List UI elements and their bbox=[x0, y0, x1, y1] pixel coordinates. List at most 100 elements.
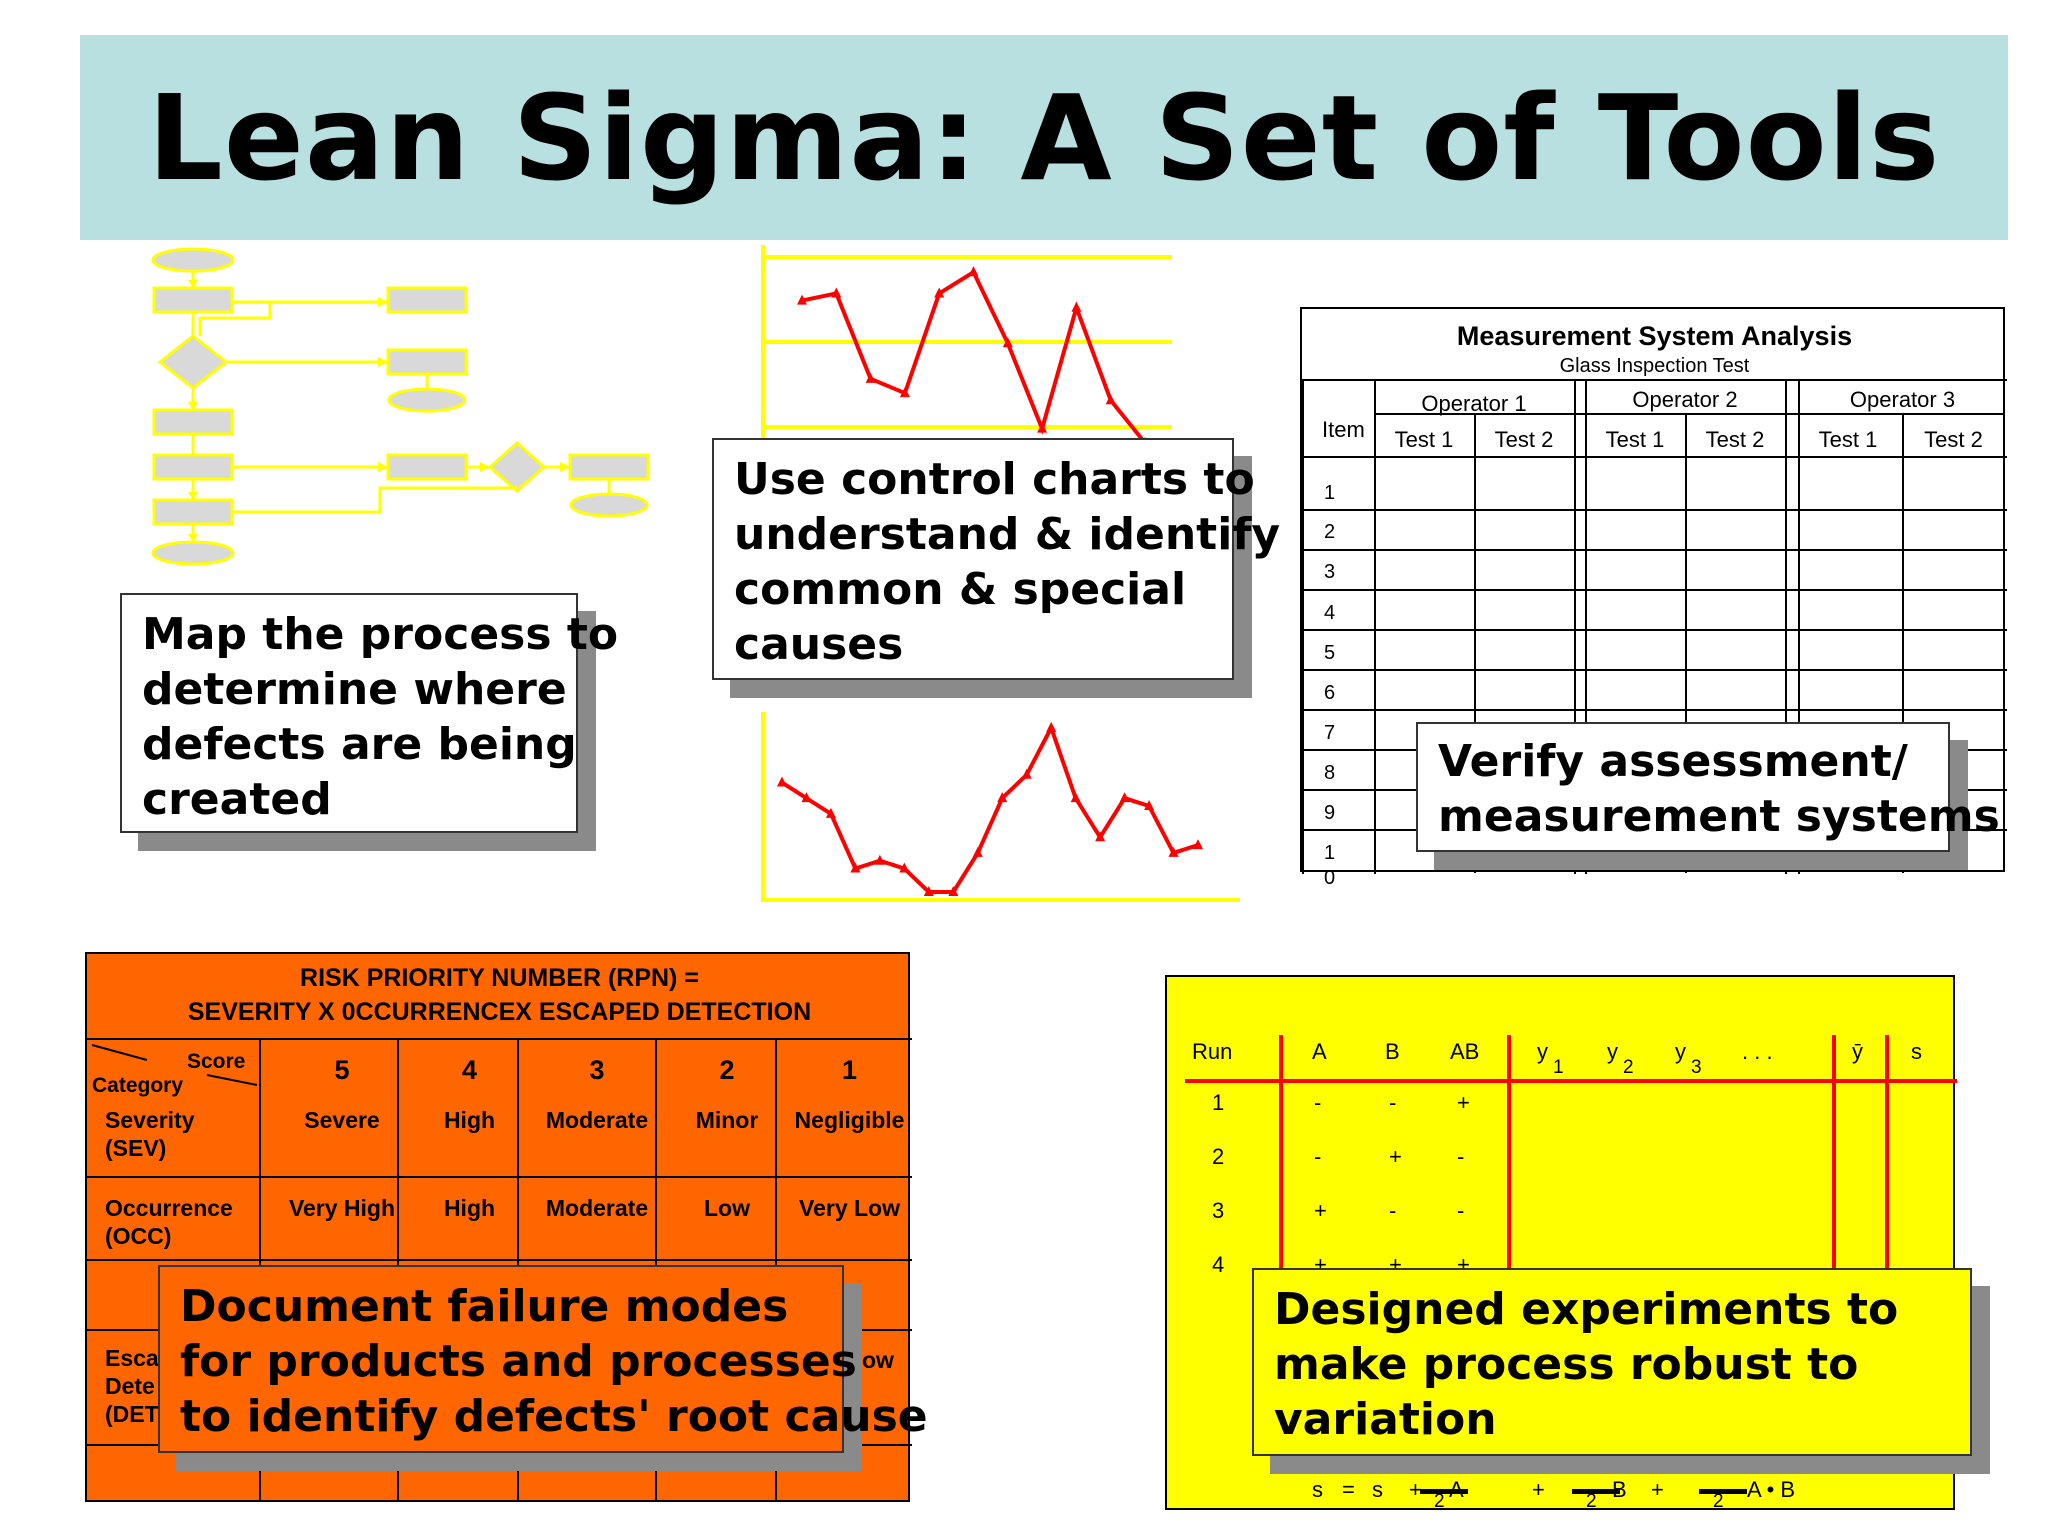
fmea-occurrence-cell: Moderate bbox=[545, 1195, 649, 1221]
msa-row-number: 9 bbox=[1324, 802, 1336, 824]
doe-header: B bbox=[1385, 1039, 1400, 1064]
doe-header: y bbox=[1607, 1039, 1618, 1064]
doe-formula-denominator: 2 bbox=[1586, 1491, 1597, 1512]
callout-line: measurement systems bbox=[1438, 791, 2000, 842]
msa-row-number: 7 bbox=[1324, 722, 1336, 744]
fmea-severity-cell: High bbox=[443, 1107, 496, 1133]
callout-doe: Designed experiments to make process rob… bbox=[1252, 1268, 1972, 1456]
flow-side-terminal-1 bbox=[387, 387, 467, 413]
fmea-category-label: Category bbox=[92, 1074, 184, 1097]
data-point bbox=[801, 792, 812, 803]
callout-line: created bbox=[142, 774, 332, 825]
msa-title: Measurement System Analysis bbox=[1456, 321, 1853, 351]
doe-formula-term: A • B bbox=[1747, 1477, 1796, 1502]
fmea-score: 3 bbox=[589, 1055, 605, 1085]
fmea-occurrence-label: Occurrence(OCC) bbox=[105, 1195, 233, 1249]
flow-end-terminal bbox=[151, 540, 235, 566]
doe-cell: 4 bbox=[1212, 1252, 1225, 1277]
doe-header-subscript: 2 bbox=[1623, 1057, 1634, 1078]
msa-row-number: 0 bbox=[1324, 867, 1336, 889]
callout-line: defects are being bbox=[142, 719, 577, 770]
data-point bbox=[1037, 422, 1048, 433]
fmea-occurrence-cell: Very Low bbox=[799, 1195, 900, 1221]
process-flowchart bbox=[151, 247, 650, 566]
fmea-severity-cell: Negligible bbox=[794, 1107, 905, 1133]
fmea-score: 5 bbox=[334, 1055, 350, 1085]
data-point bbox=[797, 294, 807, 305]
doe-cell: 3 bbox=[1212, 1198, 1225, 1223]
title-banner bbox=[80, 35, 2008, 240]
doe-cell: + bbox=[1389, 1144, 1402, 1169]
doe-cell: - bbox=[1457, 1198, 1465, 1223]
flow-step-4 bbox=[152, 498, 234, 526]
data-point bbox=[899, 387, 910, 398]
msa-row-number: 3 bbox=[1324, 561, 1336, 583]
flow-step-side-1 bbox=[386, 286, 468, 314]
flow-side-terminal-2 bbox=[569, 492, 649, 518]
doe-cell: 1 bbox=[1212, 1090, 1225, 1115]
msa-test-header: Test 2 bbox=[1494, 427, 1554, 452]
callout-line: common & special bbox=[734, 564, 1187, 615]
msa-test-header: Test 2 bbox=[1924, 427, 1983, 452]
msa-operator-1: Operator 1 bbox=[1421, 391, 1527, 416]
data-point bbox=[1193, 839, 1203, 850]
doe-cell: - bbox=[1457, 1144, 1465, 1169]
doe-header: y bbox=[1537, 1039, 1548, 1064]
msa-operator-3: Operator 3 bbox=[1849, 387, 1956, 412]
doe-formula-term: + bbox=[1651, 1477, 1664, 1502]
data-point bbox=[777, 776, 787, 787]
msa-row-number: 6 bbox=[1324, 682, 1336, 704]
doe-cell: - bbox=[1389, 1198, 1397, 1223]
callout-line: for products and processes bbox=[180, 1336, 857, 1387]
flow-step-side-3 bbox=[386, 453, 468, 481]
doe-header: s bbox=[1911, 1039, 1922, 1064]
doe-formula-term: + bbox=[1409, 1477, 1422, 1502]
data-point bbox=[948, 886, 959, 896]
fmea-severity-cell: Moderate bbox=[545, 1107, 649, 1133]
flow-step-side-2 bbox=[386, 348, 468, 376]
data-point bbox=[1071, 301, 1082, 312]
fmea-header-line-1: RISK PRIORITY NUMBER (RPN) = bbox=[300, 964, 699, 992]
data-point bbox=[850, 862, 861, 873]
doe-header-subscript: 1 bbox=[1553, 1057, 1564, 1078]
doe-formula-denominator: 2 bbox=[1713, 1491, 1724, 1512]
data-point bbox=[1002, 337, 1013, 348]
data-point bbox=[1046, 721, 1057, 732]
fmea-occurrence-cell: Low bbox=[704, 1195, 750, 1221]
callout-line: determine where bbox=[142, 664, 567, 715]
msa-row-number: 5 bbox=[1324, 642, 1336, 664]
doe-header: Run bbox=[1192, 1039, 1233, 1064]
callout-line: Designed experiments to bbox=[1274, 1284, 1899, 1335]
doe-header: . . . bbox=[1742, 1039, 1773, 1064]
fmea-header-line-2: SEVERITY X 0CCURRENCEX ESCAPED DETECTION bbox=[187, 998, 812, 1026]
callout-line: understand & identify bbox=[734, 509, 1281, 560]
msa-row-number: 2 bbox=[1324, 521, 1336, 543]
doe-header: A bbox=[1312, 1039, 1327, 1064]
callout-line: variation bbox=[1274, 1394, 1497, 1445]
callout-process-map: Map the process to determine where defec… bbox=[120, 593, 619, 833]
doe-formula-term: + bbox=[1532, 1477, 1545, 1502]
callout-line: Map the process to bbox=[142, 609, 619, 660]
fmea-severity-cell: Severe bbox=[304, 1107, 380, 1133]
doe-cell: 2 bbox=[1212, 1144, 1225, 1169]
msa-row-number: 4 bbox=[1324, 602, 1336, 624]
doe-header: ȳ bbox=[1852, 1039, 1863, 1064]
doe-formula-term: s bbox=[1372, 1477, 1383, 1502]
fmea-occurrence-cell: High bbox=[443, 1195, 496, 1221]
doe-formula-term: = bbox=[1342, 1477, 1355, 1502]
series-line bbox=[780, 722, 1199, 894]
data-point bbox=[972, 846, 983, 857]
data-point bbox=[997, 792, 1008, 803]
fmea-detection-partial-right: ow bbox=[862, 1347, 894, 1373]
doe-formula-term: s bbox=[1312, 1477, 1323, 1502]
flow-decision-2 bbox=[487, 440, 547, 494]
msa-test-header: Test 2 bbox=[1705, 427, 1765, 452]
flow-decision-1 bbox=[157, 334, 229, 390]
fmea-severity-cell: Minor bbox=[695, 1107, 759, 1133]
msa-row-number: 8 bbox=[1324, 762, 1336, 784]
flow-step-2 bbox=[152, 408, 234, 436]
doe-header: AB bbox=[1450, 1039, 1480, 1064]
flow-start-terminal bbox=[151, 247, 235, 273]
data-point bbox=[825, 807, 836, 818]
